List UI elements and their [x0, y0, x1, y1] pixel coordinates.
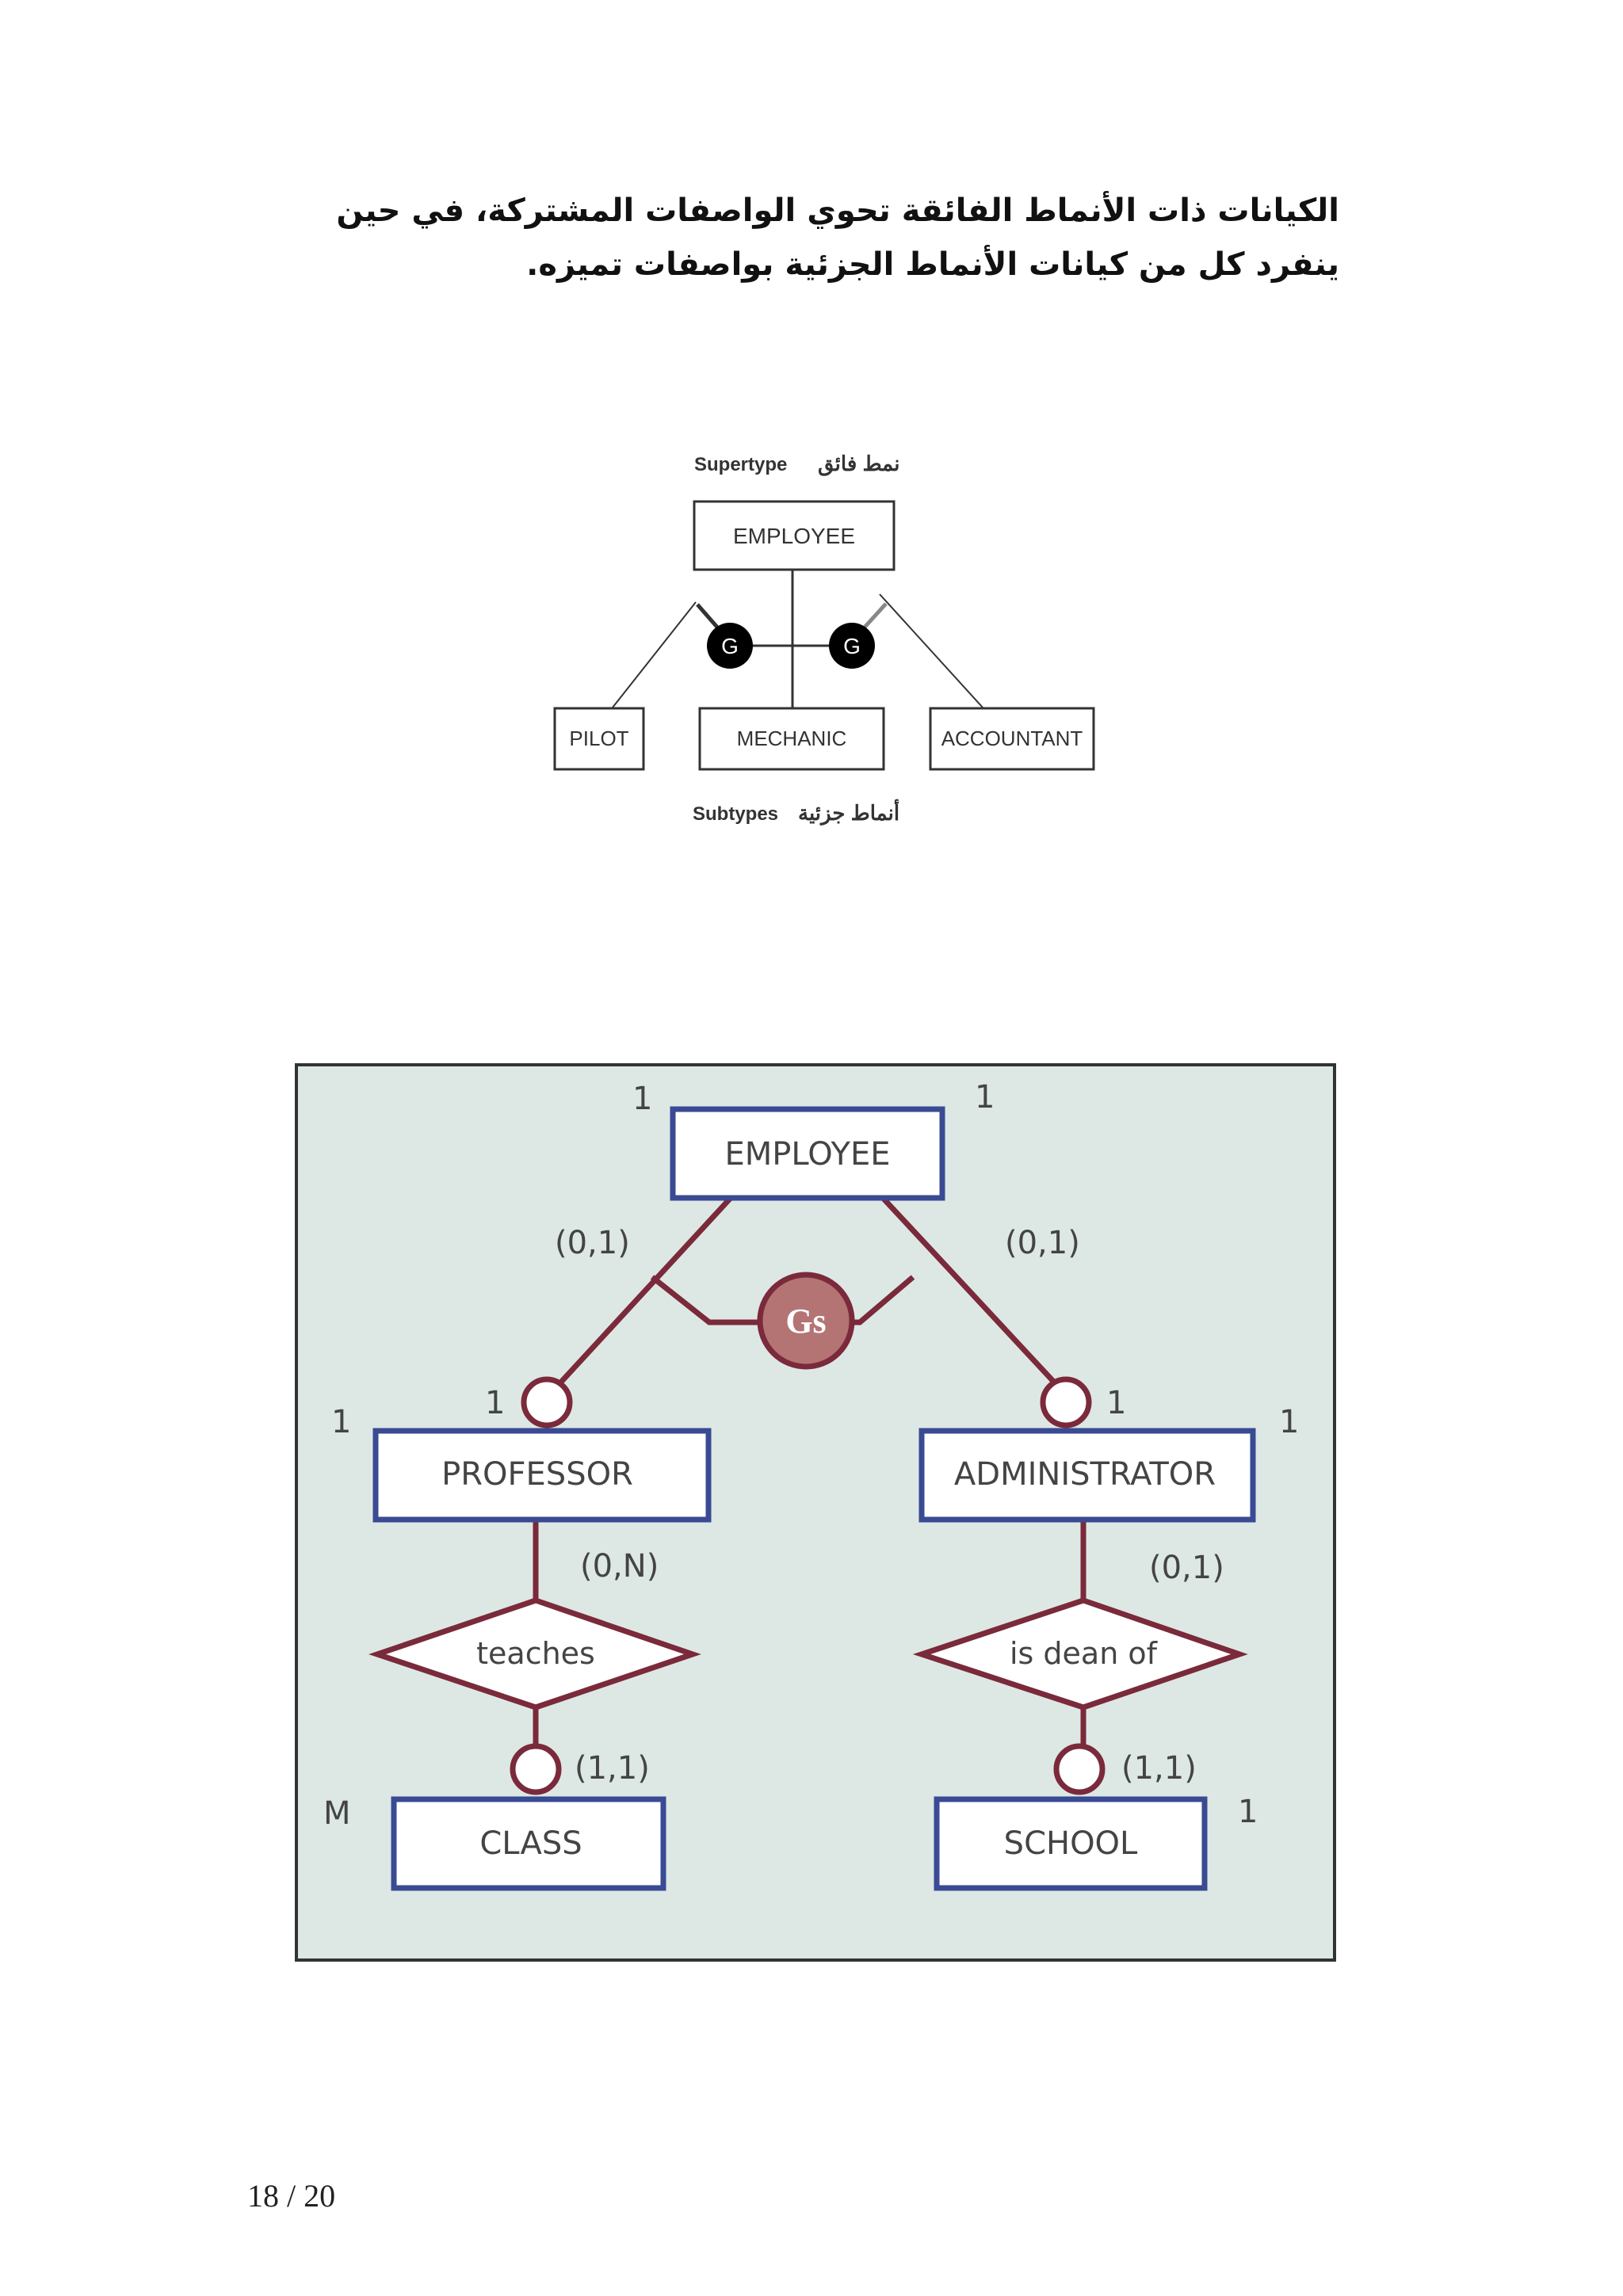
subtypes-label: Subtypes — [693, 803, 778, 825]
card-school-side: 1 — [1238, 1794, 1258, 1830]
fig2-cardinalities: 1 1 (0,1) (0,1) 1 1 1 1 (0,N) (0,1) (1,1… — [323, 1079, 1299, 1832]
fig2-professor-label: PROFESSOR — [441, 1456, 633, 1493]
svg-text:G: G — [721, 634, 739, 658]
card-right-branch: (0,1) — [1005, 1225, 1080, 1261]
svg-text:G: G — [843, 634, 861, 658]
fig2-teaches-label: teaches — [476, 1636, 595, 1671]
fig1-left-line — [612, 601, 697, 708]
fig1-gen-symbol-left: G — [707, 623, 753, 669]
fig2-teaches-diamond — [369, 1597, 701, 1711]
card-teaches: (0,N) — [580, 1548, 659, 1585]
fig2-gen-symbol: Gs — [757, 1272, 855, 1370]
card-admin-circle-one: 1 — [1106, 1385, 1126, 1421]
fig1-right-line — [879, 593, 983, 708]
fig2-isdeanof-diamond — [912, 1597, 1248, 1711]
card-class: (1,1) — [575, 1750, 650, 1787]
fig1-employee-label: EMPLOYEE — [733, 524, 855, 548]
fig1-right-connector — [861, 602, 888, 631]
subtypes-label-ar: أنماط جزئية — [798, 799, 899, 826]
card-professor-outer-one: 1 — [331, 1404, 351, 1440]
supertype-label-ar: نمط فائق — [818, 452, 899, 476]
card-professor-circle-one: 1 — [485, 1385, 505, 1421]
fig2-administrator-label: ADMINISTRATOR — [954, 1456, 1216, 1493]
fig1-pilot-box — [553, 707, 645, 771]
figure-supertype-subtypes: Supertype نمط فائق EMPLOYEE G G PILOT ME… — [553, 452, 1095, 826]
figure-professor-administrator: Gs EMPLOYEE PROFESSOR ADMINISTRATOR teac… — [295, 1063, 1336, 1962]
card-isdeanof: (0,1) — [1149, 1550, 1224, 1586]
fig2-professor-box — [372, 1428, 712, 1523]
svg-text:Gs: Gs — [785, 1302, 826, 1341]
fig2-isdeanof-label: is dean of — [1010, 1636, 1159, 1671]
fig1-accountant-box — [929, 707, 1095, 771]
fig1-mechanic-label: MECHANIC — [737, 727, 847, 750]
fig2-school-label: SCHOOL — [1004, 1825, 1138, 1862]
card-top-right-one: 1 — [975, 1079, 995, 1116]
card-left-branch: (0,1) — [555, 1225, 630, 1261]
fig1-pilot-label: PILOT — [569, 727, 628, 750]
fig2-school-box — [934, 1796, 1208, 1891]
page-number: 18 / 20 — [247, 2178, 336, 2214]
fig2-class-box — [391, 1796, 666, 1891]
fig2-class-label: CLASS — [479, 1825, 582, 1862]
arabic-paragraph: الكيانات ذات الأنماط الفائقة تحوي الواصف… — [293, 184, 1339, 292]
fig2-employee-label: EMPLOYEE — [724, 1136, 890, 1173]
fig2-optional-circles — [510, 1376, 1106, 1795]
card-class-side: M — [323, 1795, 351, 1832]
fig1-gen-symbol-right: G — [829, 623, 875, 669]
fig1-mechanic-box — [698, 707, 885, 771]
paragraph-line-2: ينفرد كل من كيانات الأنماط الجزئية بواصف… — [526, 246, 1339, 283]
fig2-employee-box — [670, 1106, 945, 1201]
supertype-label: Supertype — [694, 454, 787, 475]
fig1-accountant-label: ACCOUNTANT — [941, 727, 1083, 750]
card-admin-outer-one: 1 — [1279, 1404, 1299, 1440]
paragraph-line-1: الكيانات ذات الأنماط الفائقة تحوي الواصف… — [336, 193, 1339, 229]
card-school: (1,1) — [1121, 1750, 1197, 1787]
card-top-left-one: 1 — [632, 1081, 652, 1117]
fig1-employee-box — [693, 500, 896, 571]
fig1-left-connector — [696, 603, 721, 631]
fig2-administrator-box — [918, 1428, 1256, 1523]
